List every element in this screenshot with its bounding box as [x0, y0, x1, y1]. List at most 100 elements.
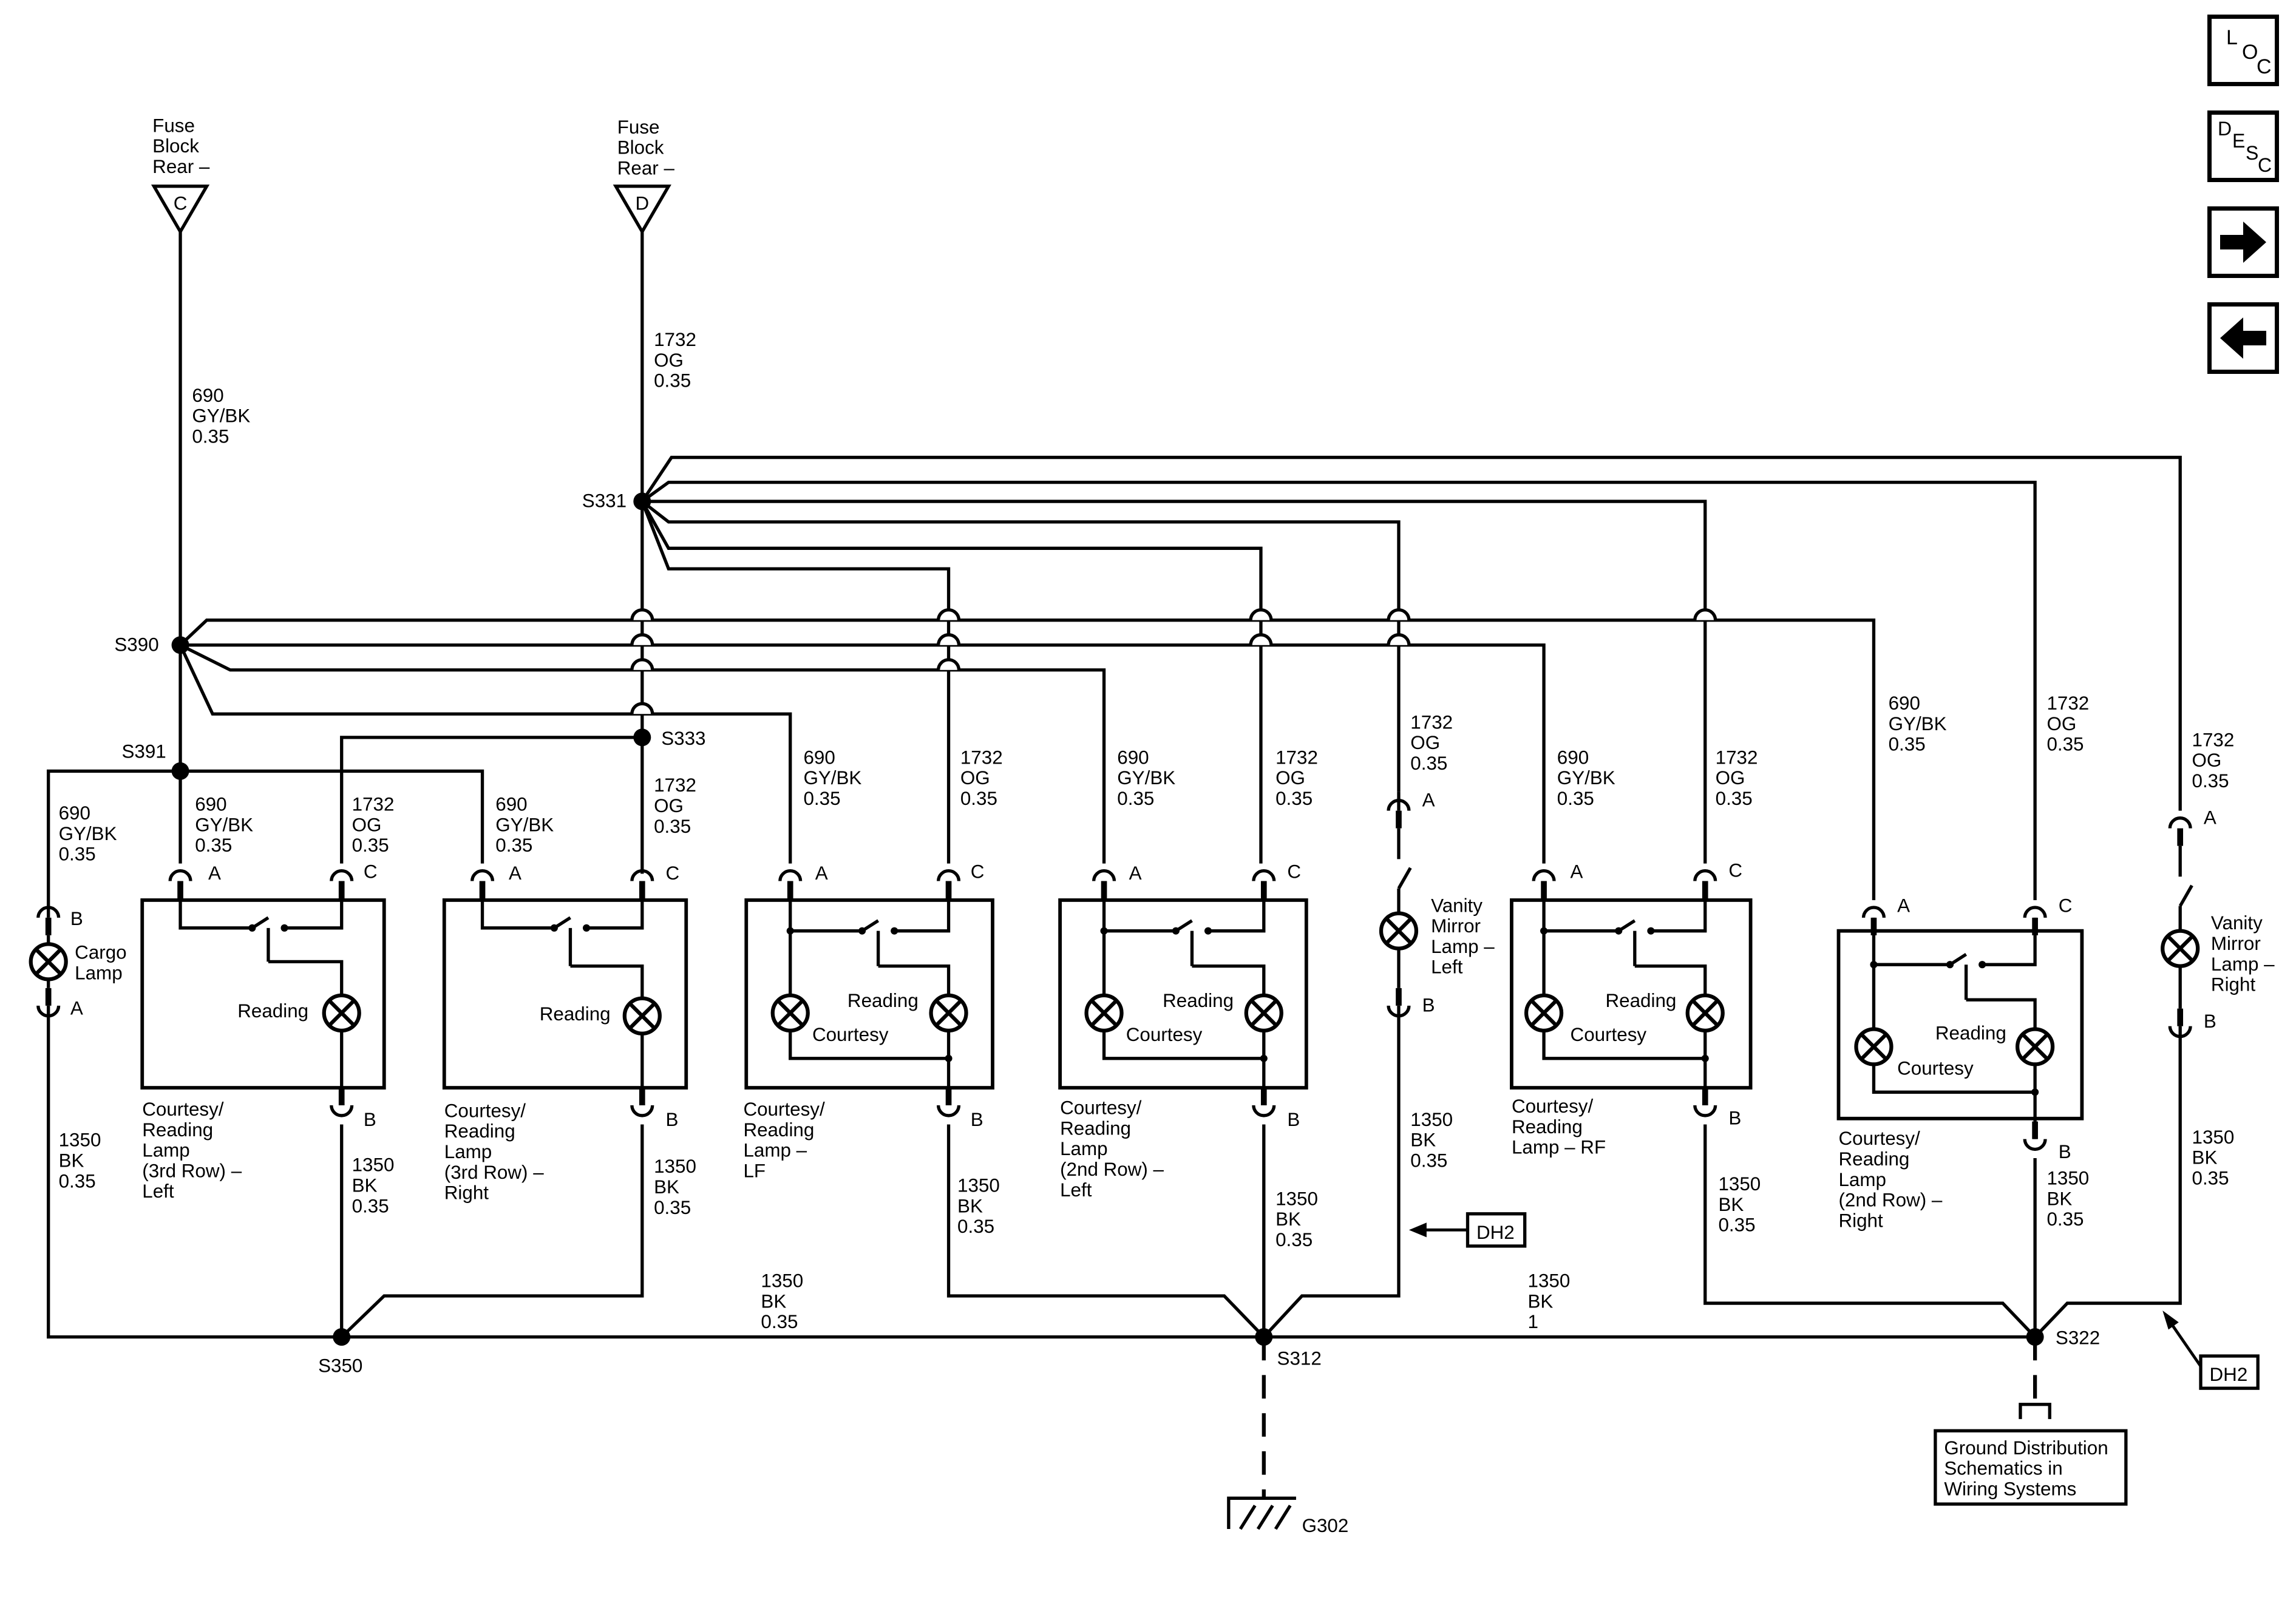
courtesy-reading-lamp-3rd-row-left [140, 871, 386, 1116]
desc-button[interactable]: D E S C [2207, 110, 2279, 182]
pin-label: A [1571, 861, 1583, 883]
fuse-pin-d: D [635, 192, 649, 214]
pin-label: A [1897, 895, 1910, 916]
pin-label: C [1728, 859, 1742, 881]
pin-label: B [971, 1109, 983, 1130]
forward-button[interactable] [2207, 206, 2279, 278]
reading-label: Reading [237, 1000, 308, 1022]
svg-text:E: E [2232, 130, 2245, 152]
splice-s390: S390 [114, 634, 158, 655]
pin-label: B [2059, 1141, 2071, 1162]
pin-label: A [1129, 863, 1142, 884]
dh2-ref-1: DH2 [1408, 1212, 1527, 1248]
pin-label: A [208, 863, 221, 884]
courtesy-reading-lamp-2nd-row-right [1836, 907, 2084, 1149]
back-button[interactable] [2207, 302, 2279, 374]
pin-label: C [1287, 861, 1301, 883]
reading-label: Reading [1163, 990, 1234, 1011]
right-arrow-icon [2220, 222, 2266, 263]
splice-s350: S350 [318, 1355, 362, 1377]
pin-label: B [1287, 1109, 1300, 1130]
splice-s333: S333 [661, 728, 705, 749]
pin-label: C [665, 863, 679, 884]
courtesy-label: Courtesy [1126, 1024, 1203, 1045]
reading-label: Reading [1935, 1022, 2006, 1043]
loc-button[interactable]: L O C [2207, 15, 2279, 86]
pin-label: B [1422, 994, 1435, 1015]
vanity-mirror-lamp-left [1381, 792, 1416, 1016]
splice-s391: S391 [121, 741, 166, 762]
pin-label: C [364, 861, 378, 883]
courtesy-reading-lamp-lf [744, 871, 994, 1116]
pin-label: A [70, 997, 83, 1019]
svg-text:L: L [2226, 26, 2238, 49]
courtesy-reading-lamp-rf [1510, 871, 1753, 1116]
courtesy-label: Courtesy [1897, 1057, 1974, 1079]
svg-text:C: C [2257, 55, 2272, 78]
pin-label: B [364, 1109, 376, 1130]
splice-s322: S322 [2056, 1327, 2100, 1349]
fuse-c-terminal [151, 185, 210, 235]
pin-label: B [665, 1109, 678, 1130]
loc-glyph: L O C [2226, 26, 2272, 78]
courtesy-label: Courtesy [1571, 1024, 1647, 1045]
pin-label: C [971, 861, 985, 883]
cargo-lamp [31, 907, 66, 1016]
fuse-d-terminal [613, 185, 671, 235]
fuse-block-rear-c-label: Fuse Block Rear – [152, 115, 210, 177]
splice-s312: S312 [1277, 1348, 1322, 1369]
svg-text:O: O [2242, 41, 2258, 64]
dh2-label: DH2 [2210, 1364, 2248, 1385]
ground-symbol [1227, 1496, 1296, 1530]
pin-label: A [2204, 807, 2216, 828]
svg-text:D: D [2218, 118, 2232, 140]
dh2-ref-2: DH2 [2162, 1310, 2260, 1390]
pin-label: A [815, 863, 828, 884]
pin-label: C [2059, 895, 2073, 916]
pin-label: B [2204, 1011, 2216, 1032]
dh2-label: DH2 [1476, 1222, 1515, 1243]
vanity-mirror-lamp-right [2162, 818, 2198, 1037]
ground-distribution-label: Ground Distribution Schematics in Wiring… [1944, 1437, 2113, 1500]
left-arrow-icon [2220, 317, 2266, 359]
pin-label: A [1422, 789, 1435, 810]
svg-text:C: C [2258, 154, 2272, 176]
ground-g302: G302 [1302, 1515, 1349, 1536]
ground-distribution-ref: Ground Distribution Schematics in Wiring… [1934, 1429, 2128, 1506]
courtesy-reading-lamp-3rd-row-right [442, 871, 688, 1116]
courtesy-reading-lamp-2nd-row-left [1058, 871, 1308, 1116]
fuse-block-rear-d-label: Fuse Block Rear – [617, 117, 675, 179]
